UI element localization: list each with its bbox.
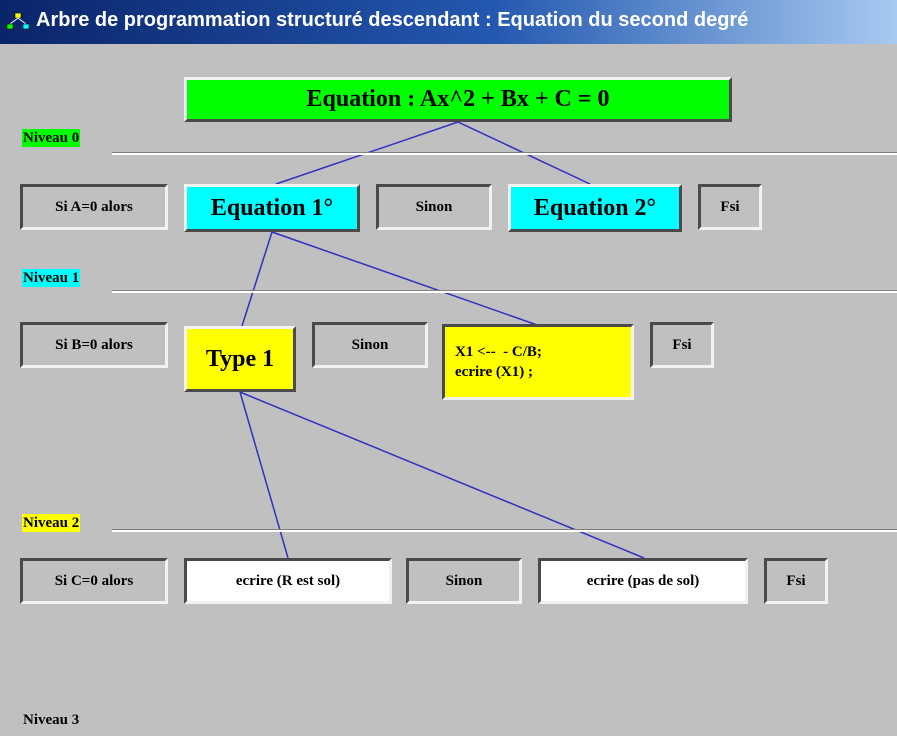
equation-first-degree-node[interactable]: Equation 1° xyxy=(184,184,360,232)
title-bar[interactable]: Arbre de programmation structuré descend… xyxy=(0,0,897,44)
else-1-box[interactable]: Sinon xyxy=(376,184,492,230)
level-1-label: Niveau 1 xyxy=(22,269,81,287)
tree-app-icon xyxy=(6,12,30,30)
print-no-sol-box[interactable]: ecrire (pas de sol) xyxy=(538,558,748,604)
level-2-label: Niveau 2 xyxy=(22,514,81,532)
window-title: Arbre de programmation structuré descend… xyxy=(36,9,749,31)
level-1-separator xyxy=(112,290,897,293)
root-equation-label: Equation : Ax^2 + Bx + C = 0 xyxy=(306,86,610,112)
else-1-label: Sinon xyxy=(415,198,453,215)
if-a-zero-label: Si A=0 alors xyxy=(55,198,133,215)
endif-1-box[interactable]: Fsi xyxy=(698,184,762,230)
connector-type1-passol xyxy=(239,391,645,559)
x1-assignment-box[interactable]: X1 <-- - C/B; ecrire (X1) ; xyxy=(442,324,634,400)
if-c-zero-label: Si C=0 alors xyxy=(54,572,134,589)
if-b-zero-label: Si B=0 alors xyxy=(55,336,133,353)
else-3-label: Sinon xyxy=(445,572,483,589)
print-r-sol-label: ecrire (R est sol) xyxy=(235,572,341,589)
level-0-label: Niveau 0 xyxy=(22,129,81,147)
equation-first-degree-label: Equation 1° xyxy=(210,194,334,221)
root-equation-node[interactable]: Equation : Ax^2 + Bx + C = 0 xyxy=(184,77,732,122)
equation-second-degree-node[interactable]: Equation 2° xyxy=(508,184,682,232)
level-2-separator xyxy=(112,529,897,532)
connector-type1-rsol xyxy=(239,391,289,559)
if-c-zero-box[interactable]: Si C=0 alors xyxy=(20,558,168,604)
x1-assignment-line1: X1 <-- - C/B; xyxy=(455,344,542,360)
if-a-zero-box[interactable]: Si A=0 alors xyxy=(20,184,168,230)
level-3-label: Niveau 3 xyxy=(23,712,80,728)
else-2-label: Sinon xyxy=(351,336,389,353)
print-r-sol-box[interactable]: ecrire (R est sol) xyxy=(184,558,392,604)
type-1-label: Type 1 xyxy=(205,345,275,372)
endif-2-label: Fsi xyxy=(672,336,692,353)
if-b-zero-box[interactable]: Si B=0 alors xyxy=(20,322,168,368)
print-no-sol-label: ecrire (pas de sol) xyxy=(586,572,700,589)
equation-second-degree-label: Equation 2° xyxy=(533,194,657,221)
type-1-node[interactable]: Type 1 xyxy=(184,326,296,392)
level-0-separator xyxy=(112,152,897,155)
else-3-box[interactable]: Sinon xyxy=(406,558,522,604)
endif-1-label: Fsi xyxy=(720,198,740,215)
x1-assignment-line2: ecrire (X1) ; xyxy=(455,364,534,380)
endif-2-box[interactable]: Fsi xyxy=(650,322,714,368)
endif-3-box[interactable]: Fsi xyxy=(764,558,828,604)
connector-eq1-type1 xyxy=(241,231,273,327)
else-2-box[interactable]: Sinon xyxy=(312,322,428,368)
endif-3-label: Fsi xyxy=(786,572,806,589)
connector-eq1-x1 xyxy=(271,231,541,327)
